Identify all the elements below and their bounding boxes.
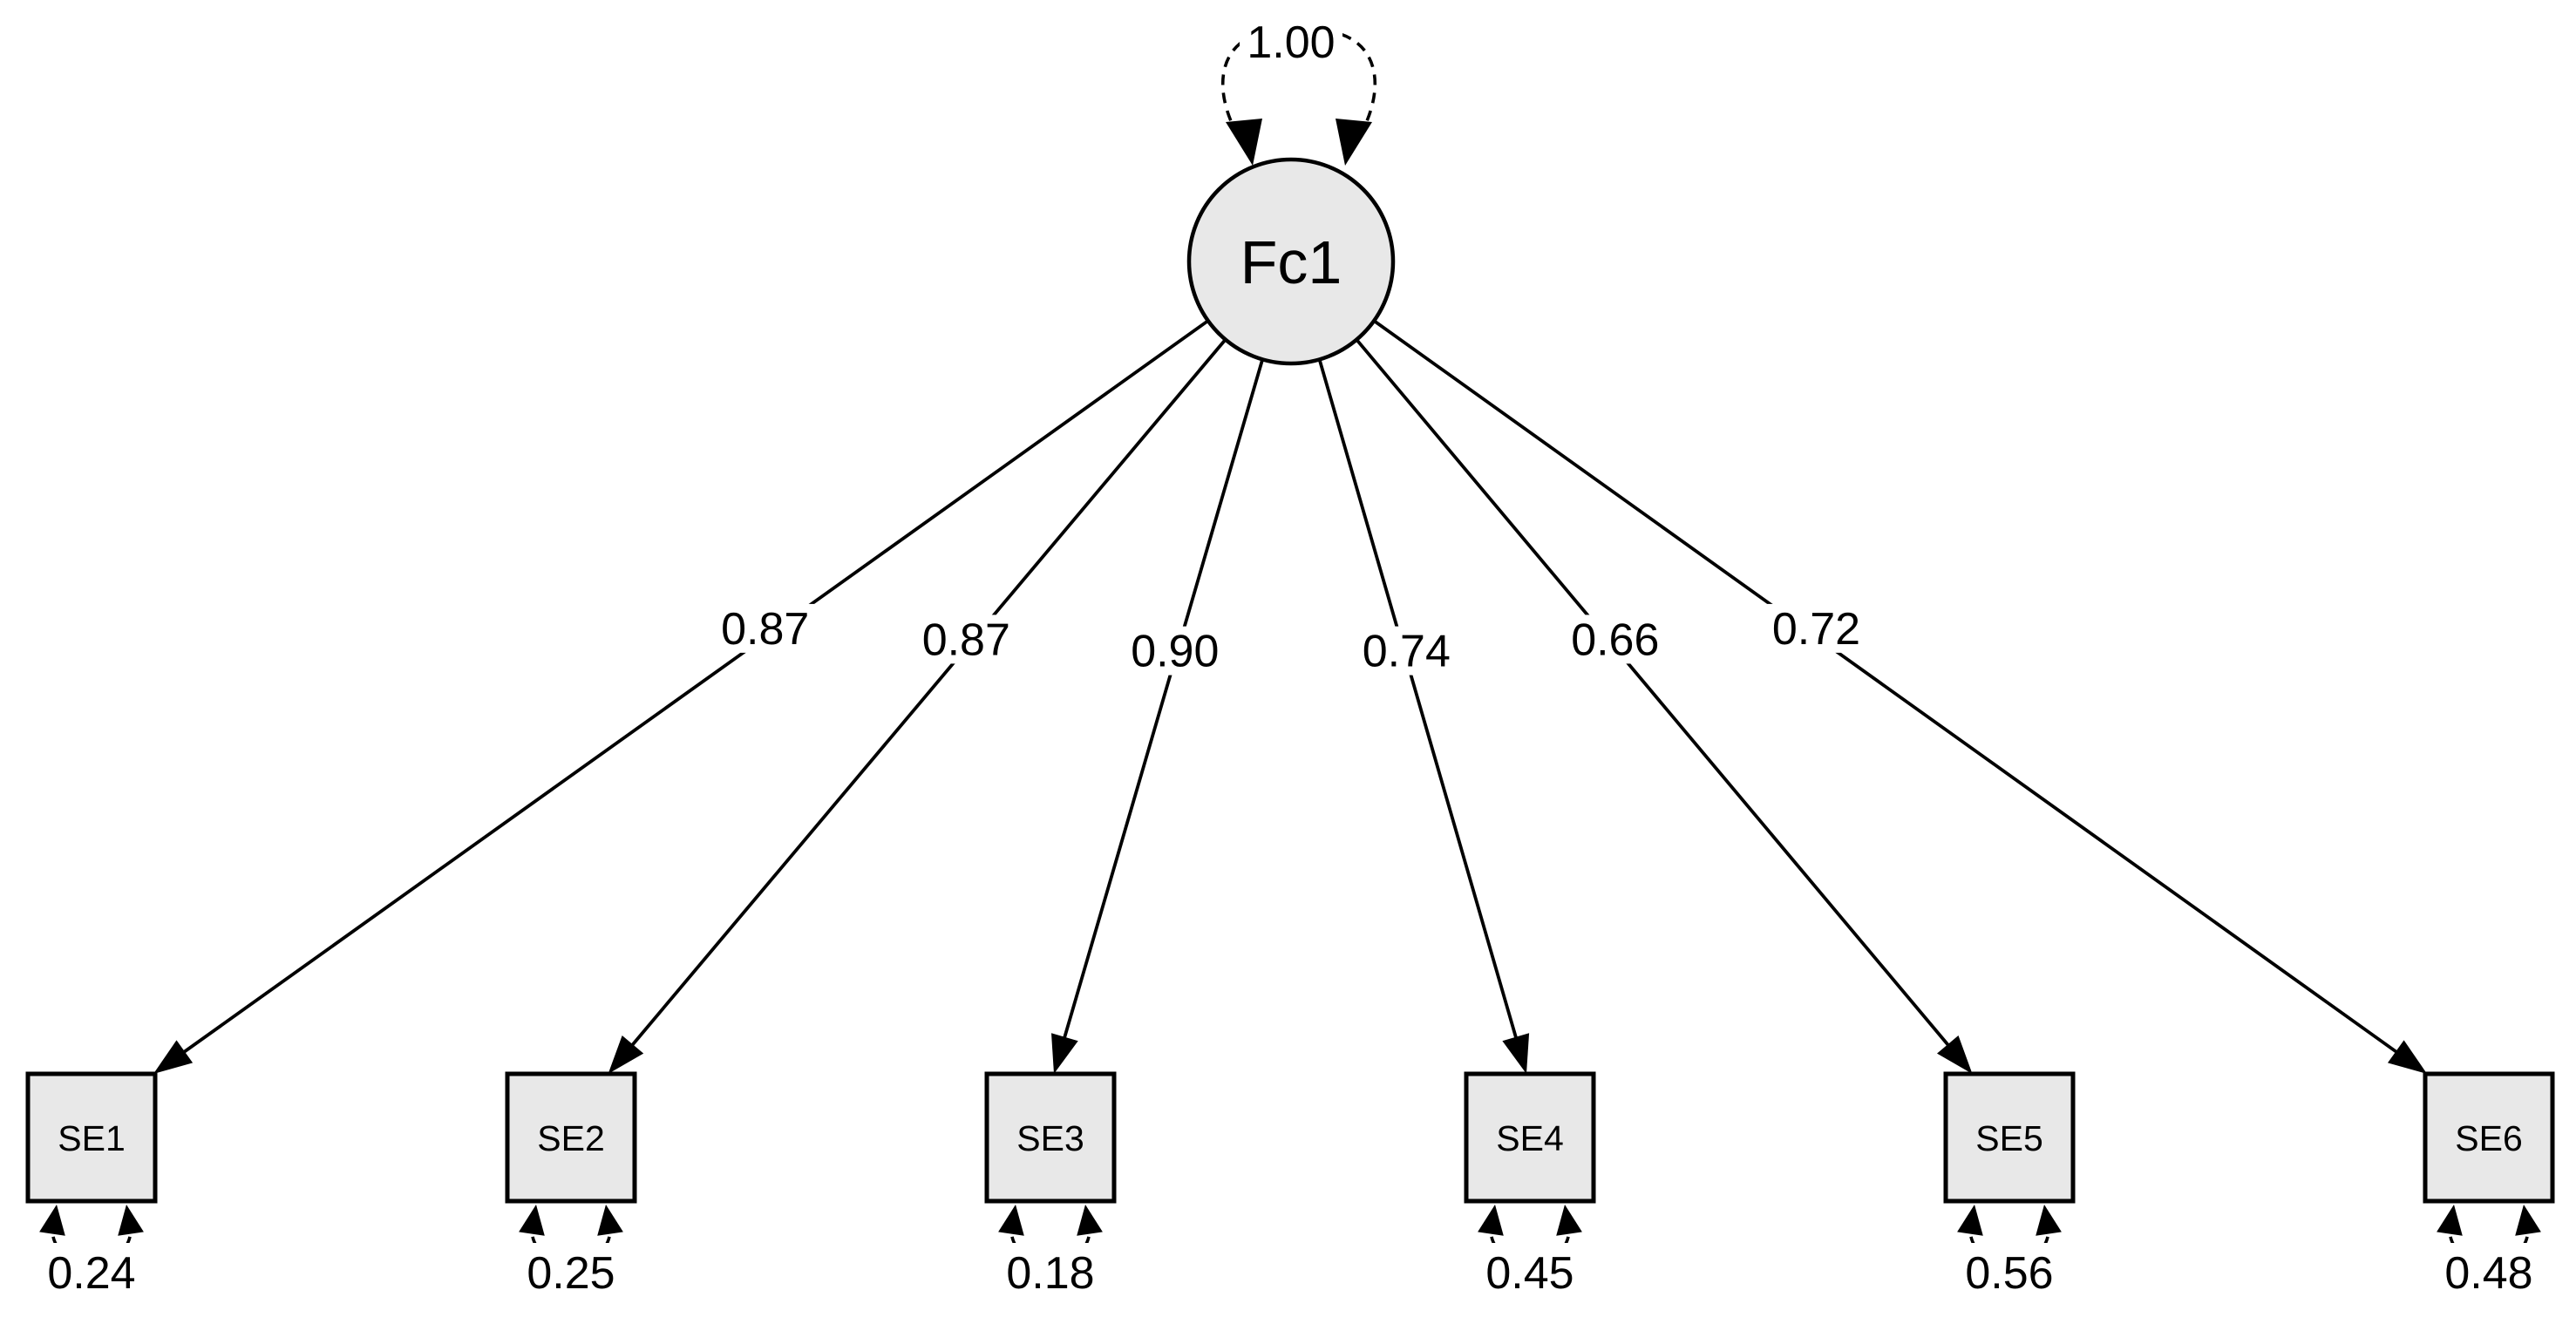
indicator-se4: SE4 [1464,1071,1596,1204]
indicator-label: SE1 [58,1118,126,1158]
indicator-se6: SE6 [2423,1071,2555,1204]
error-variance-label: 0.45 [1485,1248,1573,1299]
loading-label: 0.90 [1131,627,1219,677]
error-variance-loop: 0.25 [519,1205,623,1299]
loading-arrowhead [1937,1035,1973,1074]
loading-path [173,319,1209,1061]
error-arrowhead-left [1957,1205,1983,1236]
loading-label: 0.72 [1772,604,1860,655]
latent-circle [1186,157,1396,366]
loading-label: 0.66 [1571,614,1659,665]
loading-arrowhead [1502,1033,1530,1074]
error-arrowhead-right [2515,1205,2541,1236]
indicator-se3: SE3 [984,1071,1117,1204]
error-arrowhead-left [2437,1205,2463,1236]
indicator-se5: SE5 [1943,1071,2076,1204]
latent-variance-loop: 1.00 [1220,16,1377,166]
error-arrowhead-left [998,1205,1024,1236]
loading-label-layer: 0.87 0.87 0.90 0.74 0.66 0.72 [714,603,1867,677]
error-variance-label: 0.25 [527,1248,615,1299]
indicator-label: SE3 [1016,1118,1084,1158]
indicator-box [1943,1071,2076,1204]
loading-path [1373,319,2407,1061]
error-arrowhead-left [1478,1205,1504,1236]
error-variance-label: 0.24 [47,1248,135,1299]
loading-label: 0.87 [922,614,1010,665]
loading-label: 0.87 [721,604,809,655]
loading-path [1317,358,1521,1049]
loading-path [1355,338,1957,1056]
variance-arrowhead-right [1336,119,1372,166]
latent-name-label: Fc1 [1240,228,1342,296]
error-arrowhead-right [597,1205,623,1236]
latent-factor: Fc1 [1186,157,1396,366]
error-variance-loop: 0.18 [998,1205,1103,1299]
indicator-box [505,1071,637,1204]
loading-path [1059,358,1265,1049]
indicator-label: SE5 [1975,1118,2043,1158]
error-arrowhead-left [39,1205,65,1236]
loading-arrowhead [2388,1040,2428,1074]
error-arrowhead-right [1077,1205,1103,1236]
loading-label: 0.74 [1363,627,1451,677]
edge-layer [153,319,2428,1074]
loading-arrowhead [153,1040,194,1074]
error-variance-loop: 0.48 [2437,1205,2541,1299]
indicator-label: SE6 [2455,1118,2523,1158]
variance-arrowhead-left [1226,119,1262,166]
error-variance-loop: 0.56 [1957,1205,2062,1299]
error-arrowhead-right [2036,1205,2062,1236]
indicator-label: SE4 [1496,1118,1564,1158]
indicator-box [2423,1071,2555,1204]
indicator-se1: SE1 [25,1071,158,1204]
error-variance-loop: 0.45 [1478,1205,1582,1299]
error-arrowhead-right [1556,1205,1582,1236]
indicator-box [25,1071,158,1204]
loading-arrowhead [1051,1033,1078,1074]
loading-path [623,338,1227,1056]
error-variance-label: 0.18 [1006,1248,1094,1299]
indicator-box [1464,1071,1596,1204]
indicator-box [984,1071,1117,1204]
loading-arrowhead [608,1035,644,1074]
error-variance-label: 0.48 [2444,1248,2532,1299]
latent-variance-label: 1.00 [1247,17,1335,68]
error-variance-label: 0.56 [1965,1248,2053,1299]
error-loop-layer: 0.24 0.25 0.18 0.45 0.56 0.48 [39,1205,2541,1299]
error-variance-loop: 0.24 [39,1205,144,1299]
indicator-label: SE2 [537,1118,605,1158]
error-arrowhead-left [519,1205,545,1236]
indicator-se2: SE2 [505,1071,637,1204]
indicator-layer: SE1 SE2 SE3 SE4 SE5 SE6 [25,1071,2555,1204]
error-arrowhead-right [118,1205,144,1236]
